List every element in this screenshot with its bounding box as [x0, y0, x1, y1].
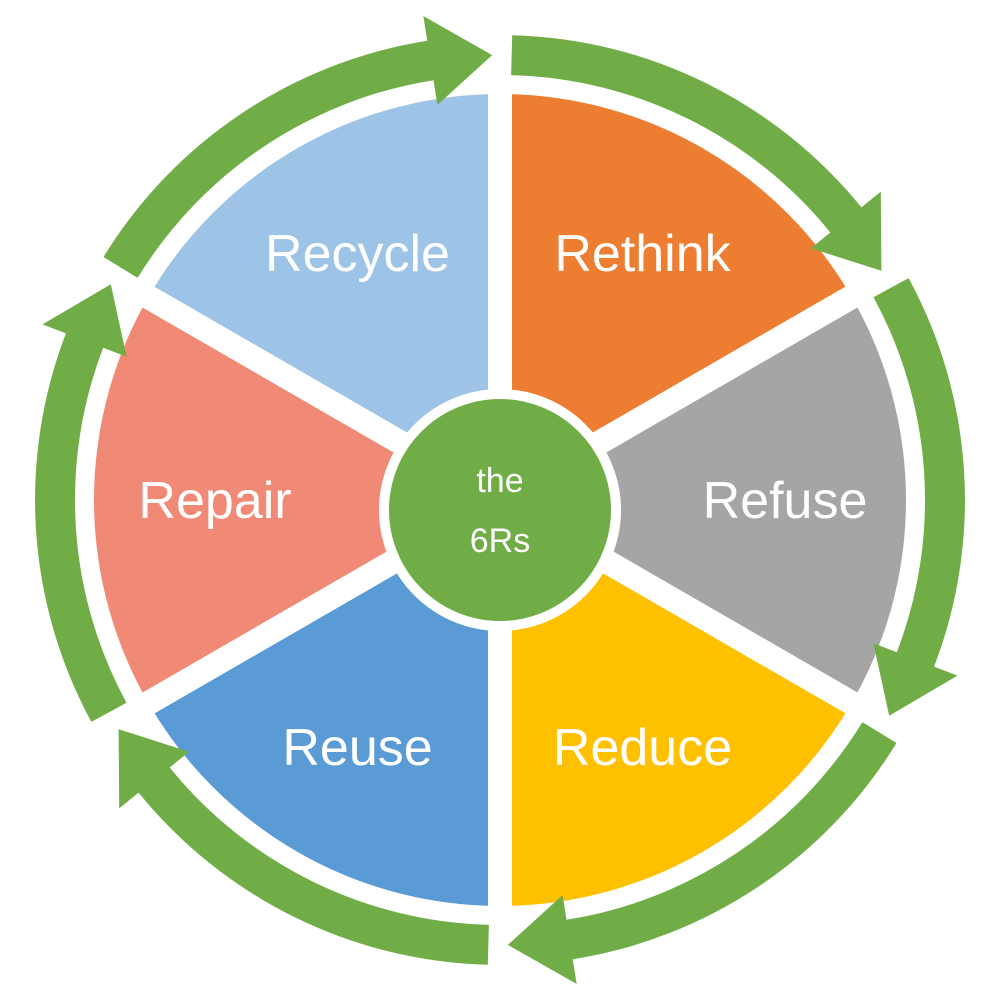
segment-label-rethink: Rethink — [554, 225, 731, 283]
segment-label-reuse: Reuse — [282, 719, 432, 777]
center-label-line1: the — [476, 462, 523, 500]
cycle-arrow-icon — [873, 278, 965, 716]
cycle-arrow-icon — [511, 35, 882, 271]
segment-label-recycle: Recycle — [265, 225, 450, 283]
center-label-line2: 6Rs — [470, 522, 530, 560]
center-hub — [379, 389, 621, 631]
segments-layer — [70, 70, 930, 930]
segment-label-reduce: Reduce — [553, 719, 732, 777]
segment-label-refuse: Refuse — [703, 472, 868, 530]
cycle-arrow-icon — [35, 284, 127, 722]
cycle-arrow-icon — [118, 729, 489, 965]
segment-label-repair: Repair — [138, 472, 291, 530]
cycle-arrows-layer — [35, 16, 965, 984]
cycle-arrow-icon — [103, 16, 493, 278]
cycle-arrow-icon — [507, 722, 897, 984]
